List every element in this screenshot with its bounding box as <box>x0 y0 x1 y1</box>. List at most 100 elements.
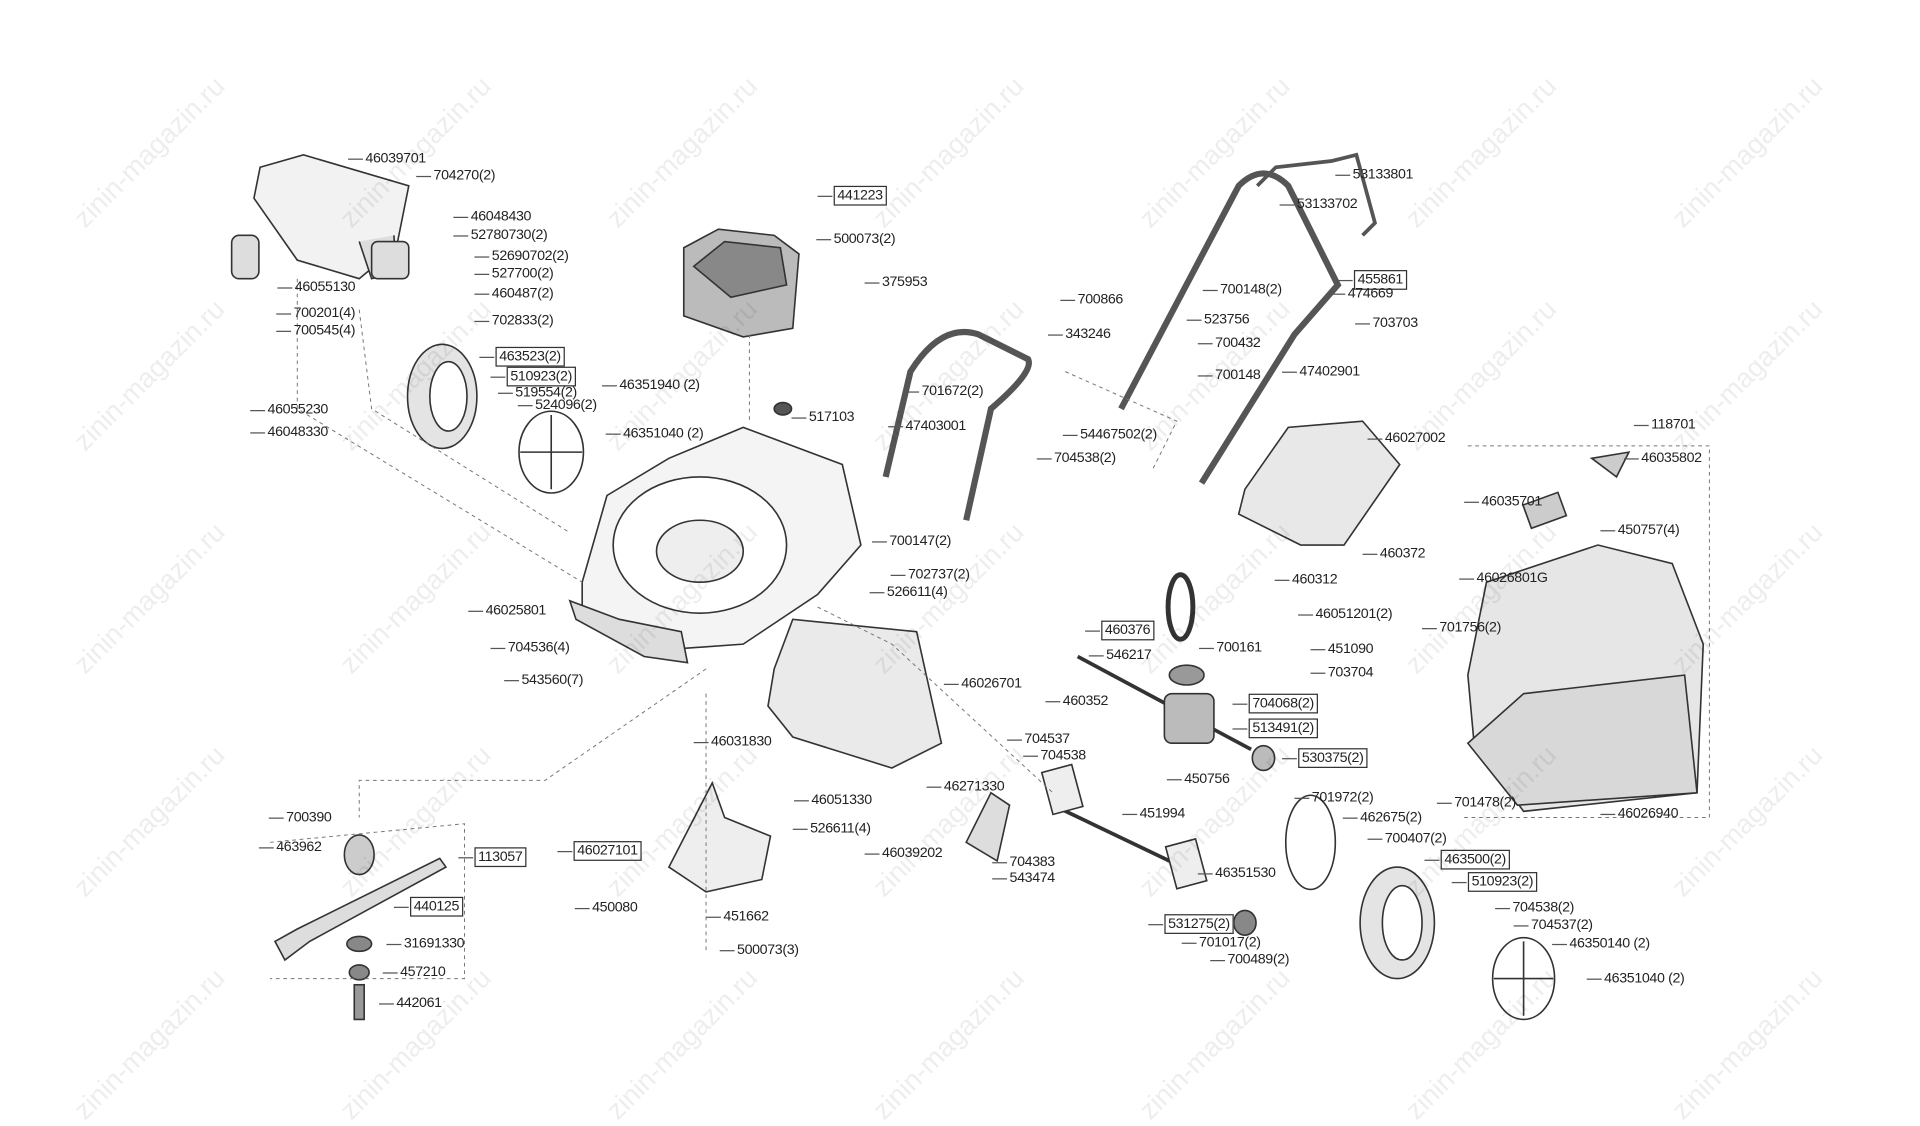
part-number-label: 700432 <box>1198 335 1261 351</box>
part-number-label: 703703 <box>1355 315 1418 331</box>
left-rear-wheel <box>406 343 585 494</box>
part-number-label: 46039202 <box>864 846 943 861</box>
part-number-label: 526611(4) <box>869 584 948 600</box>
part-number-label: 442061 <box>379 995 442 1011</box>
part-number-label: 46351530 <box>1197 865 1276 881</box>
part-number-label: 52690702(2) <box>474 248 569 264</box>
part-number-label: 46055130 <box>277 279 356 295</box>
part-number-label: 451662 <box>706 909 769 925</box>
part-number-label: 700390 <box>268 810 332 825</box>
part-number-label: 46051201(2) <box>1298 606 1393 622</box>
part-number-label: 375953 <box>864 274 928 290</box>
part-number-label: 460312 <box>1274 572 1338 588</box>
part-number-label: 700866 <box>1060 292 1123 308</box>
part-number-label: 46048330 <box>250 424 328 440</box>
part-number-label: 704538 <box>1023 748 1086 764</box>
part-number-label: 53133801 <box>1335 167 1414 183</box>
part-number-label: 700489(2) <box>1210 952 1290 968</box>
exploded-view-drawing <box>230 152 1710 1021</box>
lower-handle <box>882 328 1032 521</box>
part-number-label: 700147(2) <box>872 533 951 549</box>
part-number-label: 702833(2) <box>474 313 554 329</box>
grass-box-lid <box>1237 420 1401 546</box>
part-number-label: 543560(7) <box>504 672 584 688</box>
part-number-label: 701756(2) <box>1422 620 1501 636</box>
part-number-label: 46026801G <box>1459 571 1548 586</box>
upper-handle <box>1118 152 1378 485</box>
part-number-label: 450757(4) <box>1600 522 1680 538</box>
part-number-label: 118701 <box>1633 417 1696 433</box>
part-number-label: 704536(4) <box>490 640 570 656</box>
part-number-label: 500073(2) <box>816 231 896 247</box>
part-number-label: 451994 <box>1122 806 1185 822</box>
part-number-label: 46271330 <box>926 779 1005 795</box>
part-number-label: 517103 <box>791 410 855 425</box>
part-number-label: 441223 <box>817 185 887 206</box>
part-number-label: 46035802 <box>1624 450 1702 466</box>
part-number-label: 510923(2) <box>1451 872 1537 892</box>
part-number-label: 700545(4) <box>276 323 356 339</box>
part-number-label: 460487(2) <box>474 286 554 302</box>
part-number-label: 46051330 <box>794 792 872 808</box>
part-number-label: 46035701 <box>1464 494 1542 510</box>
part-number-label: 474669 <box>1330 286 1394 302</box>
part-number-label: 527700(2) <box>474 266 554 282</box>
part-number-label: 546217 <box>1089 647 1152 663</box>
part-number-label: 700148 <box>1198 367 1261 383</box>
part-number-label: 704537(2) <box>1513 917 1593 933</box>
part-number-label: 46031830 <box>693 734 772 750</box>
part-number-label: 463523(2) <box>479 346 565 367</box>
part-number-label: 543474 <box>992 870 1055 886</box>
part-number-label: 52780730(2) <box>453 227 548 243</box>
part-number-label: 451090 <box>1310 641 1374 657</box>
part-number-label: 702737(2) <box>890 567 970 583</box>
engine <box>682 228 800 416</box>
part-number-label: 53133702 <box>1279 196 1358 212</box>
part-number-label: 31691330 <box>386 936 465 952</box>
part-number-label: 463500(2) <box>1424 849 1510 870</box>
part-number-label: 701017(2) <box>1181 935 1261 951</box>
part-number-label: 704270(2) <box>416 168 496 184</box>
part-number-label: 523756 <box>1186 312 1250 328</box>
part-number-label: 46048430 <box>453 209 532 225</box>
right-front-wheel <box>1284 794 1556 1021</box>
part-number-label: 700148(2) <box>1202 282 1282 298</box>
part-number-label: 524096(2) <box>517 397 597 413</box>
mulch-plug <box>667 780 772 893</box>
part-number-label: 462675(2) <box>1342 810 1422 825</box>
part-number-label: 46026701 <box>943 676 1022 692</box>
part-number-label: 513491(2) <box>1232 718 1318 739</box>
part-number-label: 46351040 (2) <box>605 426 704 441</box>
part-number-label: 460352 <box>1045 693 1109 709</box>
part-number-label: 46025801 <box>468 603 546 619</box>
part-number-label: 47403001 <box>888 418 966 434</box>
grass-deflector <box>230 153 410 280</box>
drive-assembly <box>965 572 1276 937</box>
part-number-label: 704068(2) <box>1232 693 1318 714</box>
part-number-label: 46026940 <box>1600 806 1679 822</box>
rear-flap <box>767 618 943 769</box>
part-number-label: 700407(2) <box>1367 831 1447 847</box>
part-number-label: 701672(2) <box>904 383 984 399</box>
part-number-label: 530375(2) <box>1282 748 1368 768</box>
part-number-label: 704538(2) <box>1036 450 1116 466</box>
part-number-label: 54467502(2) <box>1062 427 1157 443</box>
part-number-label: 704383 <box>992 854 1055 870</box>
part-number-label: 46055230 <box>250 402 328 418</box>
part-number-label: 46351940 (2) <box>602 377 700 393</box>
part-number-label: 455861 <box>1337 270 1407 290</box>
part-number-label: 704537 <box>1007 732 1070 747</box>
part-number-label: 500073(3) <box>719 942 799 958</box>
part-number-label: 46039701 <box>348 151 426 166</box>
part-number-label: 460376 <box>1085 620 1154 641</box>
part-number-label: 457210 <box>382 964 446 980</box>
parts-diagram: 46039701 704270(2) 46048430 52780730(2) 5269… <box>67 70 1828 1125</box>
part-number-label: 46351040 (2) <box>1586 971 1685 987</box>
part-number-label: 704538(2) <box>1495 900 1575 916</box>
part-number-label: 700161 <box>1199 640 1262 656</box>
part-number-label: 113057 <box>458 847 527 868</box>
leader-dashed-lines <box>269 278 1710 980</box>
part-number-label: 460372 <box>1362 546 1426 562</box>
part-number-label: 703704 <box>1310 665 1374 681</box>
part-number-label: 450756 <box>1167 771 1230 787</box>
